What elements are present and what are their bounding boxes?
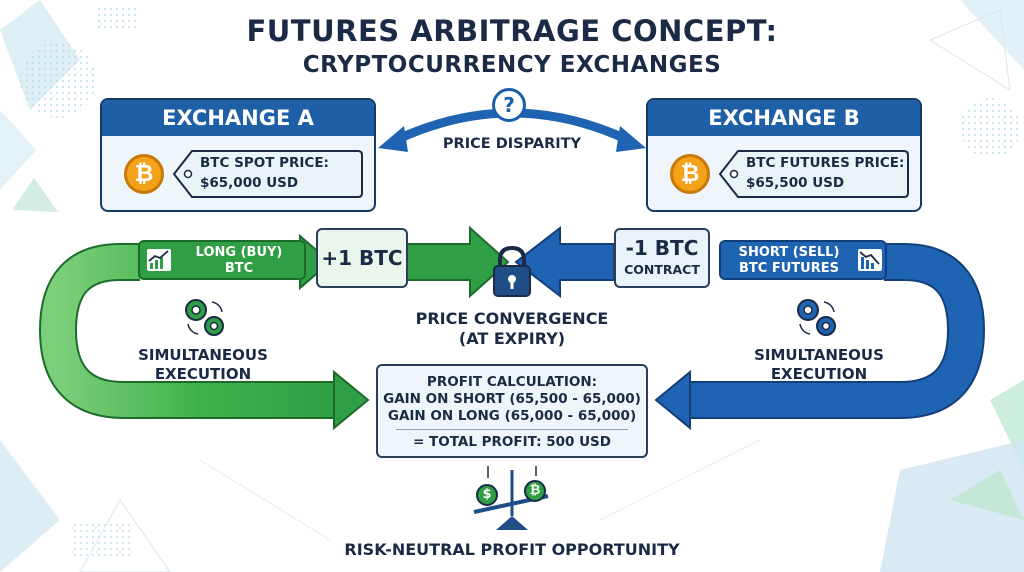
spot-price-label: BTC SPOT PRICE: (200, 155, 329, 171)
short-position-box: -1 BTC CONTRACT (614, 228, 710, 288)
short-position-amount: -1 BTC (625, 236, 699, 260)
short-label: SHORT (SELL) (738, 245, 840, 260)
convergence-subtitle: (AT EXPIRY) (458, 329, 566, 348)
price-disparity-label: PRICE DISPARITY (442, 136, 582, 152)
gears-icon (797, 299, 836, 336)
short-sell-box: SHORT (SELL) BTC FUTURES (719, 240, 887, 280)
profit-heading: PROFIT CALCULATION: (426, 374, 598, 390)
bitcoin-icon: ₿ (124, 154, 164, 194)
execution-text: SIMULTANEOUS (754, 346, 884, 364)
bitcoin-icon: ₿ (670, 154, 710, 194)
long-label: LONG (BUY) (195, 245, 283, 260)
long-buy-box: LONG (BUY) BTC (138, 240, 306, 280)
page-subtitle: CRYPTOCURRENCY EXCHANGES (302, 52, 722, 78)
right-execution-label: SIMULTANEOUS EXECUTION (744, 346, 894, 384)
short-position-type: CONTRACT (624, 262, 700, 277)
chart-down-icon (858, 249, 882, 271)
left-execution-label: SIMULTANEOUS EXECUTION (128, 346, 278, 384)
execution-text: EXECUTION (154, 365, 252, 383)
convergence-title: PRICE CONVERGENCE (415, 309, 609, 328)
profit-short-gain: GAIN ON SHORT (65,500 - 65,000) (383, 391, 641, 407)
long-position-box: +1 BTC (316, 228, 408, 288)
short-asset: BTC FUTURES (739, 261, 839, 276)
execution-text: EXECUTION (770, 365, 868, 383)
exchange-a-card: EXCHANGE A ₿ BTC SPOT PRICE: $65,000 USD (100, 98, 376, 212)
exchange-a-title: EXCHANGE A (102, 100, 374, 136)
price-tag: BTC SPOT PRICE: $65,000 USD (172, 147, 364, 201)
convergence-arrows (403, 225, 615, 299)
dollar-coin-icon: $ (476, 484, 498, 506)
price-tag-icon (718, 150, 909, 198)
padlock-icon (493, 245, 531, 297)
question-icon: ? (492, 88, 526, 122)
profit-calculation-box: PROFIT CALCULATION: GAIN ON SHORT (65,50… (376, 364, 648, 458)
spot-price-value: $65,000 USD (200, 175, 299, 191)
futures-price-value: $65,500 USD (746, 175, 845, 191)
short-loop-arrow (654, 243, 986, 431)
price-tag: BTC FUTURES PRICE: $65,500 USD (718, 147, 910, 201)
profit-long-gain: GAIN ON LONG (65,000 - 65,000) (387, 408, 637, 424)
page-title: FUTURES ARBITRAGE CONCEPT: (246, 14, 778, 48)
footer-caption: RISK-NEUTRAL PROFIT OPPORTUNITY (344, 540, 680, 559)
price-tag-icon (172, 150, 363, 198)
long-asset: BTC (224, 261, 254, 276)
futures-price-label: BTC FUTURES PRICE: (746, 155, 905, 171)
exchange-b-card: EXCHANGE B ₿ BTC FUTURES PRICE: $65,500 … (646, 98, 922, 212)
execution-text: SIMULTANEOUS (138, 346, 268, 364)
profit-total: = TOTAL PROFIT: 500 USD (413, 434, 611, 450)
gears-icon (185, 299, 224, 336)
profit-divider (396, 429, 628, 430)
exchange-b-title: EXCHANGE B (648, 100, 920, 136)
bitcoin-coin-icon: ₿ (524, 480, 546, 502)
chart-up-icon (147, 249, 171, 271)
convergence-label: PRICE CONVERGENCE (AT EXPIRY) (392, 309, 632, 349)
